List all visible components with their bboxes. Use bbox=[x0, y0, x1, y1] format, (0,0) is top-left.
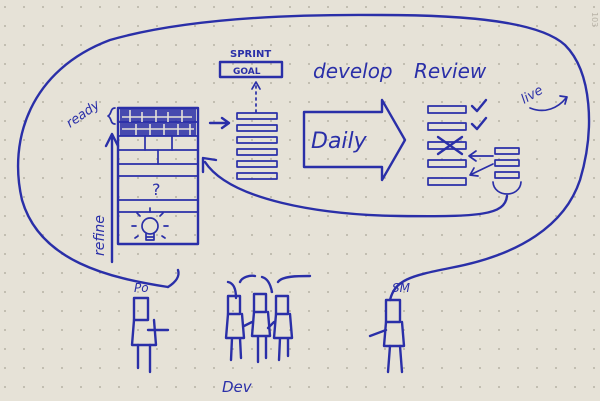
developer-figure bbox=[266, 294, 294, 362]
develop-label: develop bbox=[313, 59, 393, 83]
dotted-up-arrow-head bbox=[251, 81, 261, 90]
rejected-arrow bbox=[468, 150, 494, 162]
ready-brace bbox=[107, 107, 116, 125]
dev-label: Dev bbox=[222, 378, 253, 396]
developers-group: Dev bbox=[222, 292, 294, 396]
sprint-goal-title-line1: SPRINT bbox=[230, 49, 271, 60]
sprint-goal-box bbox=[218, 60, 284, 79]
backlog-to-sprint-arrow bbox=[208, 116, 231, 130]
lightbulb-icon bbox=[131, 207, 169, 241]
review-label: Review bbox=[414, 59, 487, 83]
po-label: Po bbox=[134, 281, 149, 295]
daily-arrow bbox=[302, 98, 407, 182]
sm-label: SM bbox=[392, 281, 411, 295]
refine-label: refine bbox=[92, 215, 108, 256]
cross-icon bbox=[436, 135, 464, 156]
checkmark-icon bbox=[470, 116, 488, 131]
curly-arrow-icon bbox=[529, 95, 568, 112]
checkmark-icon bbox=[470, 98, 488, 113]
feedback-return-arrow bbox=[201, 156, 509, 218]
developer-figure bbox=[224, 294, 246, 362]
daily-label: Daily bbox=[311, 129, 368, 154]
product-backlog: ? bbox=[116, 106, 200, 246]
po-speech-connector bbox=[166, 268, 180, 289]
sprint-loop-outline bbox=[16, 13, 591, 302]
unknown-item-mark: ? bbox=[152, 180, 161, 199]
product-owner-figure: Po bbox=[130, 281, 170, 374]
returned-items bbox=[494, 147, 520, 179]
scrum-master-figure: SM bbox=[368, 281, 411, 374]
returned-items-cup bbox=[492, 181, 522, 195]
refine-axis-arrow bbox=[104, 132, 120, 264]
rejected-arrow bbox=[469, 163, 494, 177]
dev-speech-connector bbox=[226, 274, 312, 300]
sprint-backlog bbox=[236, 112, 278, 180]
developer-figure bbox=[242, 292, 272, 364]
sprint-goal-title-line2: GOAL bbox=[233, 67, 261, 77]
ready-items-grid bbox=[120, 109, 196, 136]
page-number: 103 bbox=[590, 12, 599, 27]
